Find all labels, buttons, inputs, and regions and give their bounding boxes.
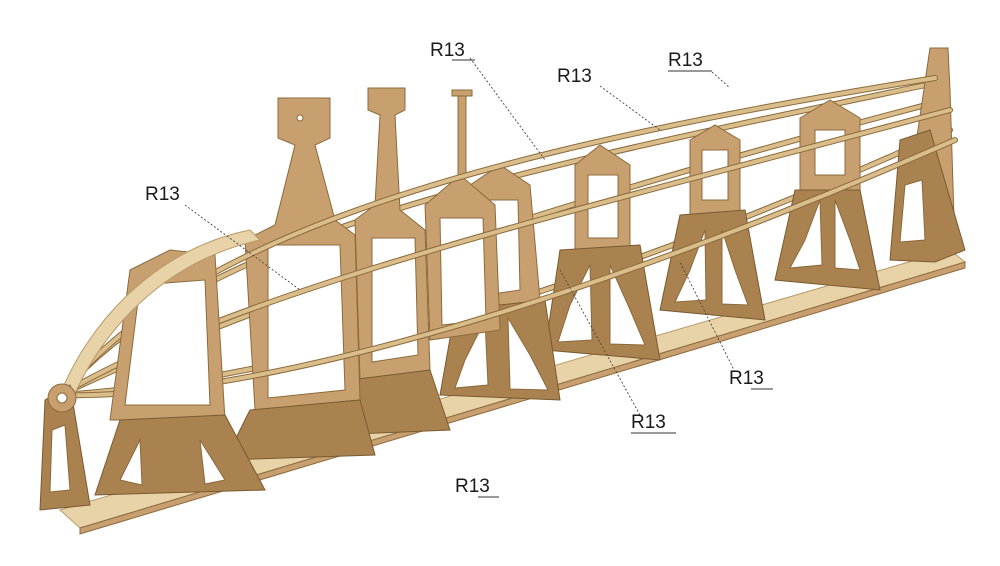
frame-station-6 [544,144,661,361]
svg-text:R13: R13 [557,66,592,87]
frame-station-4 [424,89,501,341]
label-r13-left: R13 [145,184,180,205]
label-r13-center-lower: R13 [631,412,676,434]
svg-text:R13: R13 [631,412,666,433]
label-r13-bottom: R13 [455,476,499,498]
svg-text:R13: R13 [430,40,465,61]
svg-text:R13: R13 [145,184,180,205]
svg-text:R13: R13 [729,368,764,389]
label-r13-top-center: R13 [430,40,475,61]
bow-former [39,229,261,511]
label-r13-top-right: R13 [668,50,712,72]
svg-text:R13: R13 [668,50,703,71]
label-r13-upper-mid: R13 [557,66,592,87]
svg-text:R13: R13 [455,476,490,497]
leader-lines [184,57,736,416]
label-r13-right-lower: R13 [729,368,773,390]
frame-station-2 [224,97,376,461]
